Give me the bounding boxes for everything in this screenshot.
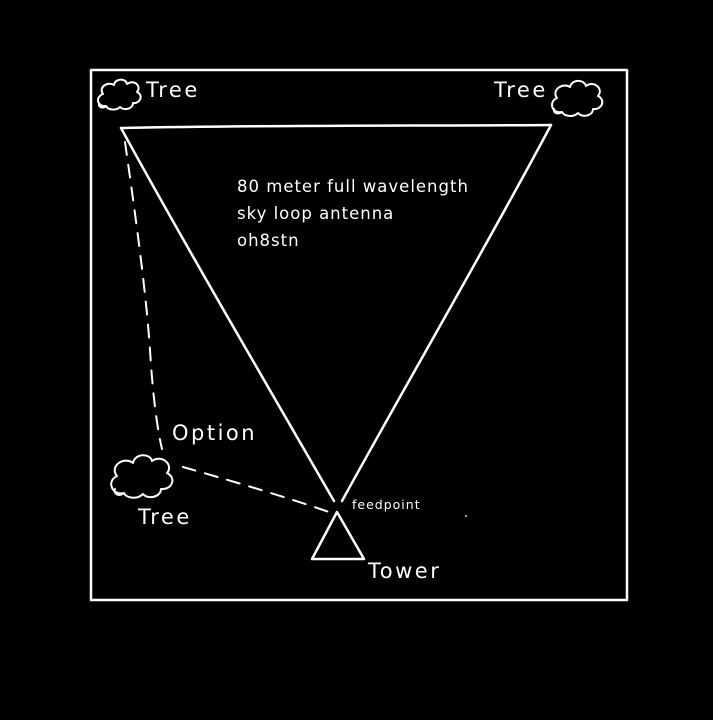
loop-right-wire <box>340 123 553 503</box>
title-line-1: 80 meter full wavelength <box>237 177 469 196</box>
loop-left-wire <box>119 126 336 503</box>
option-guy-line-to-feedpoint <box>182 466 330 513</box>
tower-label: Tower <box>367 559 441 583</box>
tree-icon-bottom-left <box>110 454 174 499</box>
stray-dot <box>465 515 467 517</box>
title-line-2: sky loop antenna <box>237 204 394 223</box>
tree-icon-top-right <box>551 79 604 117</box>
diagram-border <box>89 68 629 602</box>
tree-bottom-left-label: Tree <box>137 505 192 529</box>
tower-icon <box>310 510 366 561</box>
title-line-3: oh8stn <box>237 231 300 250</box>
option-label: Option <box>172 421 257 445</box>
loop-top-wire <box>119 123 553 130</box>
tree-top-right-label: Tree <box>493 78 548 102</box>
feedpoint-label: feedpoint <box>352 497 421 512</box>
option-guy-line-vertical <box>124 141 163 450</box>
tree-top-left-label: Tree <box>145 78 200 102</box>
tree-icon-top-left <box>97 78 142 111</box>
